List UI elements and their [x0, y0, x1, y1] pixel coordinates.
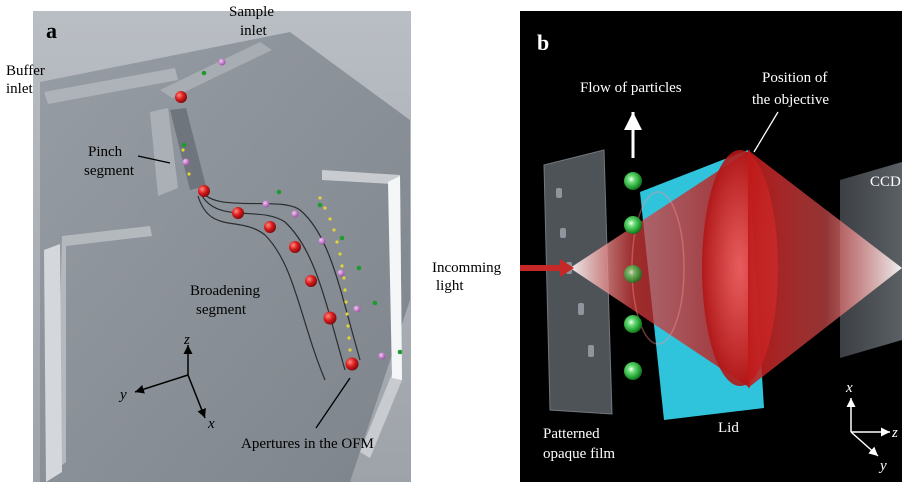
objective-label-line1: Position of	[762, 70, 827, 86]
green-beads	[181, 70, 403, 355]
patterned-film-label-line2: opaque film	[543, 446, 615, 462]
objective-pointer	[753, 111, 779, 153]
particle	[624, 172, 642, 190]
patterned-film-label-line1: Patterned	[543, 426, 600, 442]
red-bead	[232, 207, 244, 219]
red-bead	[264, 221, 276, 233]
panel-a-label: a	[46, 18, 57, 43]
axis-a-z: z	[183, 332, 190, 348]
red-bead	[175, 91, 187, 103]
flow-line	[197, 195, 326, 381]
light-cone-out	[748, 150, 902, 388]
red-bead	[198, 185, 210, 197]
objective-label-line2: the objective	[752, 92, 829, 108]
buffer-inlet-label-line2: inlet	[6, 81, 33, 97]
ccd-label: CCD	[870, 174, 901, 190]
particle	[624, 315, 642, 333]
pink-beads	[182, 58, 386, 360]
pinch-wall	[150, 108, 178, 196]
broadening-segment-label-line1: Broadening	[190, 283, 260, 299]
pinch-segment-label-line1: Pinch	[88, 144, 123, 160]
axes-b	[846, 398, 890, 457]
sample-inlet-label-line1: Sample	[229, 4, 274, 20]
panel-b-label: b	[537, 30, 549, 55]
pinch-channel	[170, 108, 206, 190]
apertures-pointer	[315, 377, 351, 429]
panel-b: b Flow of particles Position of the obje…	[432, 11, 902, 482]
apertures-label: Apertures in the OFM	[241, 436, 374, 452]
red-bead	[305, 275, 317, 287]
buffer-inlet-label-line1: Buffer	[6, 63, 45, 79]
red-bead	[323, 311, 337, 325]
flow-line	[199, 187, 361, 361]
channel-wall-bright	[388, 176, 402, 380]
flow-of-particles-label: Flow of particles	[580, 80, 682, 96]
incoming-light-arrowhead	[560, 259, 574, 277]
light-cone-in	[570, 150, 750, 388]
particles	[624, 172, 642, 380]
particle	[624, 362, 642, 380]
particle	[624, 216, 642, 234]
axis-a-y: y	[118, 387, 127, 403]
axis-b-x: x	[845, 380, 853, 396]
chip-wall-upper	[44, 68, 178, 104]
axis-a-x: x	[207, 416, 215, 432]
sample-inlet-label-line2: inlet	[240, 23, 267, 39]
panel-a: a Sample inlet Buffer inlet Pinch segmen…	[6, 4, 411, 482]
axis-b-z: z	[891, 425, 898, 441]
sample-ridge	[160, 42, 272, 98]
patterned-film	[543, 149, 613, 415]
incoming-light-label-line2: light	[436, 278, 464, 294]
axes-a	[134, 345, 206, 419]
chip-edge-light	[44, 244, 62, 482]
red-bead	[289, 241, 301, 253]
red-bead	[345, 357, 359, 371]
red-beads	[175, 91, 359, 371]
broadening-segment-label-line2: segment	[196, 302, 247, 318]
particle	[624, 265, 642, 283]
pinch-segment-label-line2: segment	[84, 163, 135, 179]
lid-label: Lid	[718, 420, 739, 436]
axis-b-y: y	[878, 458, 887, 474]
chip-wall-left	[56, 226, 152, 470]
chip-body	[40, 32, 410, 482]
pinch-pointer	[137, 155, 171, 164]
incoming-light-label-line1: Incomming	[432, 260, 502, 276]
